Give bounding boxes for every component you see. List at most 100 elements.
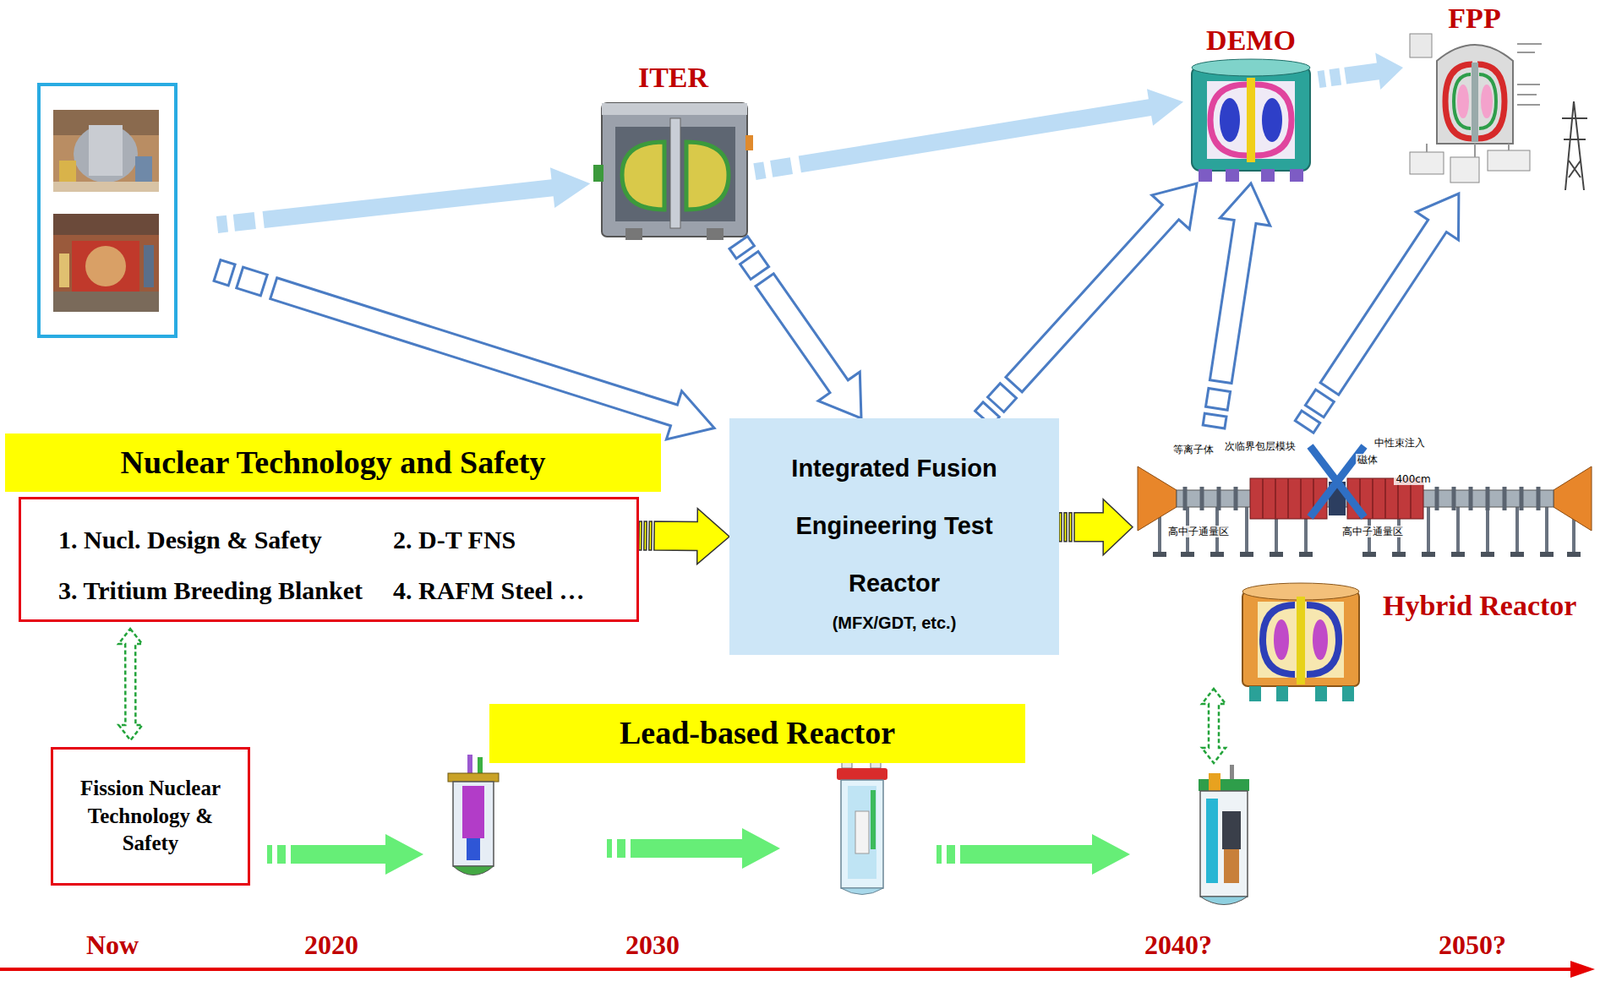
arrow-part xyxy=(729,236,754,259)
progress-arrow-part xyxy=(213,260,235,286)
fusion-power-plant-part xyxy=(1445,64,1473,139)
topic-item: 3. Tritium Breeding Blanket xyxy=(58,575,363,607)
timeline-axis-part xyxy=(0,967,1573,972)
arrow-part xyxy=(753,161,766,181)
lead-reactor-part xyxy=(855,811,869,854)
arrow-part xyxy=(654,508,730,565)
arrow-part xyxy=(118,628,142,741)
demo-tokamak-part xyxy=(1255,84,1292,156)
fusion-power-plant-part xyxy=(1409,152,1444,175)
link-arrow-part xyxy=(1201,688,1226,764)
fusion-power-plant-part xyxy=(1457,84,1469,119)
arrow-part xyxy=(740,251,770,280)
topic-item: 2. D-T FNS xyxy=(393,524,516,556)
annotation: 中性束注入 xyxy=(1372,436,1427,449)
arrow-part xyxy=(1074,499,1133,556)
device-illustration: Hybrid Reactor xyxy=(1132,426,1597,706)
lead-reactor-part xyxy=(453,866,494,876)
hybrid-tokamak-part xyxy=(1312,619,1328,661)
arrow-part xyxy=(755,273,862,419)
lead-reactor-part xyxy=(1200,791,1248,897)
iter-tokamak-part xyxy=(706,228,724,241)
hybrid-tokamak-part xyxy=(1342,686,1355,702)
progress-arrow-part xyxy=(617,839,626,858)
lab-photos-part xyxy=(143,245,154,288)
year-label: 2040? xyxy=(1144,929,1213,962)
link-arrow xyxy=(1201,688,1226,764)
progress-arrow xyxy=(209,245,722,453)
demo-tokamak-part xyxy=(1219,98,1240,142)
lab-photos-part xyxy=(88,125,123,176)
iter-tokamak-part xyxy=(686,141,729,210)
lead-reactor xyxy=(1198,764,1250,906)
fusion-power-plant-part xyxy=(1471,62,1479,142)
lab-photos-part xyxy=(73,125,138,183)
hybrid-tokamak-part xyxy=(1276,686,1289,702)
iter-tokamak xyxy=(593,103,754,241)
lab-photos-part xyxy=(135,156,153,186)
lead-reactor-part xyxy=(1206,798,1218,884)
lab-photos-part xyxy=(59,253,70,288)
mirror-hybrid-machine-part xyxy=(1152,551,1581,557)
annotation: 高中子通量区 xyxy=(1340,525,1405,538)
device-name: FPP xyxy=(1403,1,1546,35)
topic-box: 1. Nucl. Design & Safety2. D-T FNS3. Tri… xyxy=(18,496,639,623)
demo-tokamak-part xyxy=(1246,77,1256,163)
flow-arrow xyxy=(1317,53,1404,91)
arrow-part xyxy=(1206,388,1231,411)
arrow-part xyxy=(1209,183,1270,384)
progress-arrow xyxy=(606,828,781,869)
arrow-part xyxy=(1305,389,1334,418)
box-title: Fission Nuclear Technology & Safety xyxy=(67,775,234,858)
progress-arrow xyxy=(267,834,424,875)
lead-reactor-part xyxy=(1200,896,1248,906)
year-label: 2050? xyxy=(1438,929,1507,962)
arrow-part xyxy=(988,383,1017,413)
lead-reactor-part xyxy=(836,768,888,781)
box-title: Integrated Fusion Engineering Test React… xyxy=(767,439,1022,612)
hybrid-tokamak-part xyxy=(1242,591,1360,687)
arrow-part xyxy=(798,88,1184,173)
box-subtitle: (MFX/GDT, etc.) xyxy=(832,611,957,634)
timeline-axis-part xyxy=(1570,961,1595,978)
progress-arrow xyxy=(214,163,593,245)
device-illustration: ITER xyxy=(591,60,755,243)
lab-photos-part xyxy=(71,240,140,292)
lead-reactor-part xyxy=(1222,811,1241,850)
lead-reactor-part xyxy=(447,773,499,782)
annotation: 等离子体 xyxy=(1171,443,1216,456)
fusion-power-plant-part xyxy=(1436,44,1513,144)
flow-arrow xyxy=(975,183,1197,426)
lab-photos xyxy=(38,84,176,337)
lab-photos-part xyxy=(85,245,126,287)
demo-tokamak-part xyxy=(1261,98,1283,142)
arrow-part xyxy=(769,157,793,178)
process-box: Fission Nuclear Technology & Safety xyxy=(50,747,251,886)
fusion-power-plant-part xyxy=(1487,150,1530,171)
device-name: DEMO xyxy=(1183,23,1319,57)
arrow-part xyxy=(1202,413,1227,429)
flow-arrow xyxy=(729,236,862,419)
progress-arrow-part xyxy=(946,845,956,864)
flow-arrow xyxy=(1059,499,1133,556)
lab-photos-part xyxy=(53,213,159,312)
lab-photos-part xyxy=(53,109,159,192)
lead-reactor-part xyxy=(466,838,481,861)
hybrid-tokamak-part xyxy=(1315,686,1327,702)
fusion-power-plant-part xyxy=(1409,33,1432,58)
year-label: 2020 xyxy=(304,929,359,962)
hybrid-tokamak-part xyxy=(1262,605,1295,675)
demo-tokamak-part xyxy=(1191,59,1311,77)
lead-reactor-part xyxy=(840,888,884,896)
arrow-part xyxy=(1317,70,1327,88)
mirror-hybrid-machine-part xyxy=(1553,466,1592,531)
annotation: 次临界包层模块 xyxy=(1223,440,1298,453)
hybrid-tokamak-part xyxy=(1273,619,1289,661)
device-name: Hybrid Reactor xyxy=(1382,589,1577,623)
arrow-part xyxy=(1343,53,1404,91)
demo-tokamak-part xyxy=(1198,169,1213,182)
progress-arrow-part xyxy=(233,212,257,232)
fusion-power-plant xyxy=(1409,33,1588,191)
fusion-power-plant-part xyxy=(1479,74,1497,129)
mirror-hybrid-machine xyxy=(1137,446,1592,555)
